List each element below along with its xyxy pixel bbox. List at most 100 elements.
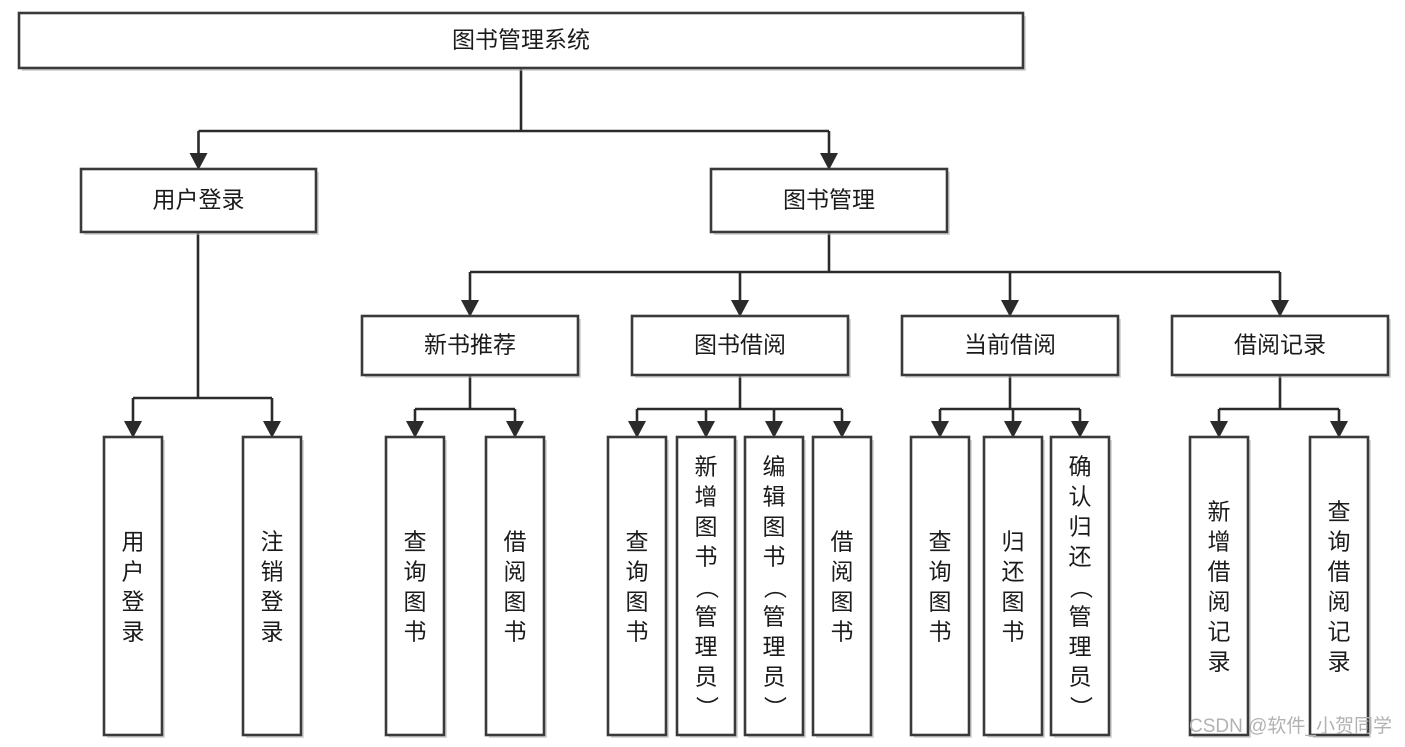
- node-box[interactable]: [811, 435, 873, 737]
- node-box[interactable]: [1308, 435, 1370, 737]
- node-box[interactable]: [1170, 314, 1390, 377]
- node-label-char: 书: [626, 618, 649, 644]
- node-label-char: 借: [831, 528, 854, 554]
- connector-current-borrow-to-leaves: [931, 375, 1089, 438]
- node-leaf-user-login[interactable]: 用户登录: [102, 435, 165, 738]
- node-box[interactable]: [982, 435, 1044, 737]
- node-new-book-recommend[interactable]: 新书推荐: [360, 314, 581, 378]
- node-label-char: 员: [763, 663, 786, 689]
- node-box[interactable]: [606, 435, 668, 737]
- node-label-char: 询: [1328, 528, 1351, 554]
- arrow-head-icon: [697, 421, 715, 438]
- node-label-char: 阅: [831, 558, 854, 584]
- node-label-char: 登: [261, 588, 284, 614]
- node-label-char: 图: [695, 513, 718, 539]
- arrow-head-icon: [833, 421, 851, 438]
- node-label-char: ）: [1068, 696, 1094, 719]
- node-box[interactable]: [17, 11, 1025, 70]
- node-box[interactable]: [102, 435, 164, 737]
- node-box[interactable]: [743, 435, 805, 737]
- node-label-char: 查: [1328, 498, 1351, 524]
- arrow-head-icon: [1001, 300, 1019, 317]
- node-box[interactable]: [900, 314, 1120, 377]
- arrow-head-icon: [820, 153, 838, 170]
- arrow-head-icon: [1271, 300, 1289, 317]
- node-label-char: 录: [261, 618, 284, 644]
- node-label-char: 理: [1069, 633, 1092, 659]
- arrow-head-icon: [461, 300, 479, 317]
- arrow-head-icon: [263, 421, 281, 438]
- arrow-head-icon: [506, 421, 524, 438]
- node-label: 图书借阅: [694, 332, 786, 358]
- node-label-char: 书: [695, 543, 718, 569]
- node-box[interactable]: [675, 435, 737, 737]
- node-label-char: 书: [404, 618, 427, 644]
- node-box[interactable]: [1049, 435, 1111, 737]
- node-label-char: 询: [626, 558, 649, 584]
- node-label-char: 理: [763, 633, 786, 659]
- node-label-char: 录: [1328, 648, 1351, 674]
- node-label-char: 书: [929, 618, 952, 644]
- node-box[interactable]: [360, 314, 580, 377]
- node-label-char: 新: [1208, 498, 1231, 524]
- node-label-char: 图: [626, 588, 649, 614]
- node-label-char: 录: [122, 618, 145, 644]
- node-user-login[interactable]: 用户登录: [79, 167, 319, 235]
- node-box[interactable]: [384, 435, 446, 737]
- node-label-char: 管: [1069, 603, 1092, 629]
- node-root[interactable]: 图书管理系统: [17, 11, 1026, 71]
- node-label-char: 图: [404, 588, 427, 614]
- nodes-layer: 图书管理系统用户登录图书管理新书推荐图书借阅当前借阅借阅记录用户登录注销登录查询…: [17, 11, 1391, 738]
- node-current-borrow[interactable]: 当前借阅: [900, 314, 1121, 378]
- arrow-head-icon: [1210, 421, 1228, 438]
- node-box[interactable]: [79, 167, 318, 234]
- node-box[interactable]: [484, 435, 546, 737]
- node-box[interactable]: [709, 167, 949, 234]
- node-label-char: 图: [831, 588, 854, 614]
- node-label-char: 书: [763, 543, 786, 569]
- node-book-borrow[interactable]: 图书借阅: [630, 314, 851, 378]
- arrow-head-icon: [628, 421, 646, 438]
- node-label: 图书管理系统: [452, 27, 590, 53]
- node-box[interactable]: [630, 314, 850, 377]
- csdn-watermark: CSDN @软件_小贺同学: [1189, 715, 1392, 737]
- node-label-char: 认: [1069, 483, 1092, 509]
- connector-book-management-to-level3: [461, 232, 1289, 317]
- connector-book-borrow-to-leaves: [628, 375, 851, 438]
- node-label-char: ）: [694, 696, 720, 719]
- node-label-char: 管: [695, 603, 718, 629]
- node-box[interactable]: [909, 435, 971, 737]
- node-label-char: 阅: [1208, 588, 1231, 614]
- node-label-char: 记: [1208, 618, 1231, 644]
- node-label-char: 理: [695, 633, 718, 659]
- node-label-char: 询: [929, 558, 952, 584]
- node-label-char: 询: [404, 558, 427, 584]
- node-box[interactable]: [1188, 435, 1250, 737]
- node-label-char: 还: [1002, 558, 1025, 584]
- node-label-char: 管: [763, 603, 786, 629]
- node-label-char: 增: [1208, 528, 1231, 554]
- node-label-char: 员: [1069, 663, 1092, 689]
- node-book-management[interactable]: 图书管理: [709, 167, 950, 235]
- node-label-char: ）: [762, 696, 788, 719]
- arrow-head-icon: [765, 421, 783, 438]
- node-label-char: 登: [122, 588, 145, 614]
- arrow-head-icon: [1071, 421, 1089, 438]
- node-label: 图书管理: [783, 187, 875, 213]
- node-borrow-record[interactable]: 借阅记录: [1170, 314, 1391, 378]
- node-box[interactable]: [241, 435, 303, 737]
- node-label: 新书推荐: [424, 332, 516, 358]
